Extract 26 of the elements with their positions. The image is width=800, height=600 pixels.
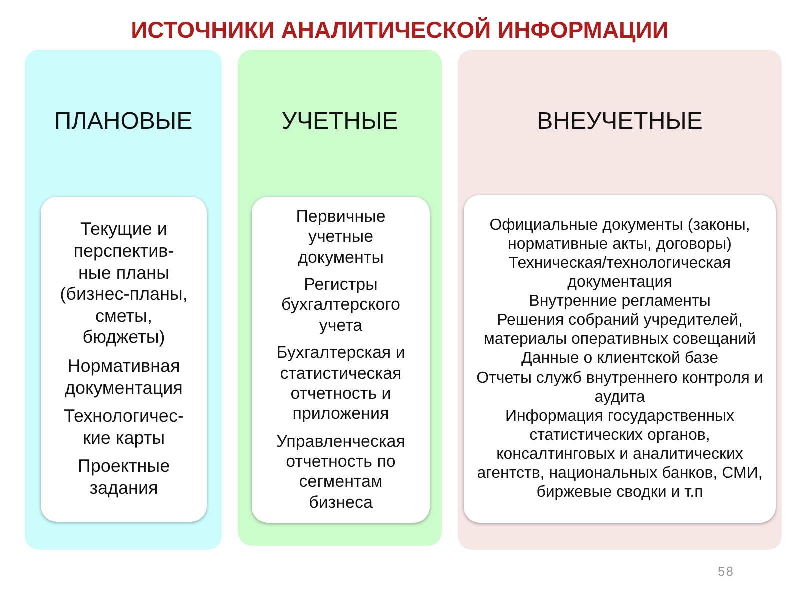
source-item: Бухгалтерская и статистическая отчетность и приложения <box>276 343 406 425</box>
category-heading: ВНЕУЧЕТНЫЕ <box>537 107 703 137</box>
slide-title: ИСТОЧНИКИ АНАЛИТИЧЕСКОЙ ИНФОРМАЦИИ <box>131 16 669 44</box>
category-heading: ПЛАНОВЫЕ <box>54 107 193 137</box>
source-item: Проектные задания <box>76 456 172 500</box>
source-item: Регистры бухгалтерского учета <box>280 274 402 336</box>
source-item: Технологичес-кие карты <box>63 406 185 450</box>
source-item: Техническая/технологическая документация <box>508 254 732 292</box>
sources-card <box>464 195 776 523</box>
source-item: Нормативная документация <box>64 356 184 400</box>
source-item: Информация государственных статистических органов, консалтинговых и аналитических агентств, национальных банков, СМИ, биржевые сводки и т.п <box>476 406 764 502</box>
source-item: Официальные документы (законы, нормативные акты, договоры) <box>488 216 752 254</box>
source-item: Внутренние регламенты <box>529 292 711 312</box>
source-item: Первичные учетные документы <box>295 206 387 268</box>
page-number: 58 <box>718 564 734 580</box>
category-panel <box>238 50 442 546</box>
source-item: Управленческая отчетность по сегментам бизнеса <box>276 432 406 514</box>
category-panel <box>458 50 782 550</box>
source-item: Данные о клиентской базе <box>522 349 718 369</box>
sources-card <box>41 197 207 522</box>
source-item: Отчеты служб внутреннего контроля и аудита <box>476 368 764 407</box>
sources-card <box>252 197 430 523</box>
source-item: Текущие и перспектив-ные планы (бизнес-планы, сметы, бюджеты) <box>59 219 189 349</box>
source-item: Решения собраний учредителей, материалы оперативных совещаний <box>482 311 758 350</box>
category-panel <box>25 50 222 550</box>
category-heading: УЧЕТНЫЕ <box>282 107 398 137</box>
